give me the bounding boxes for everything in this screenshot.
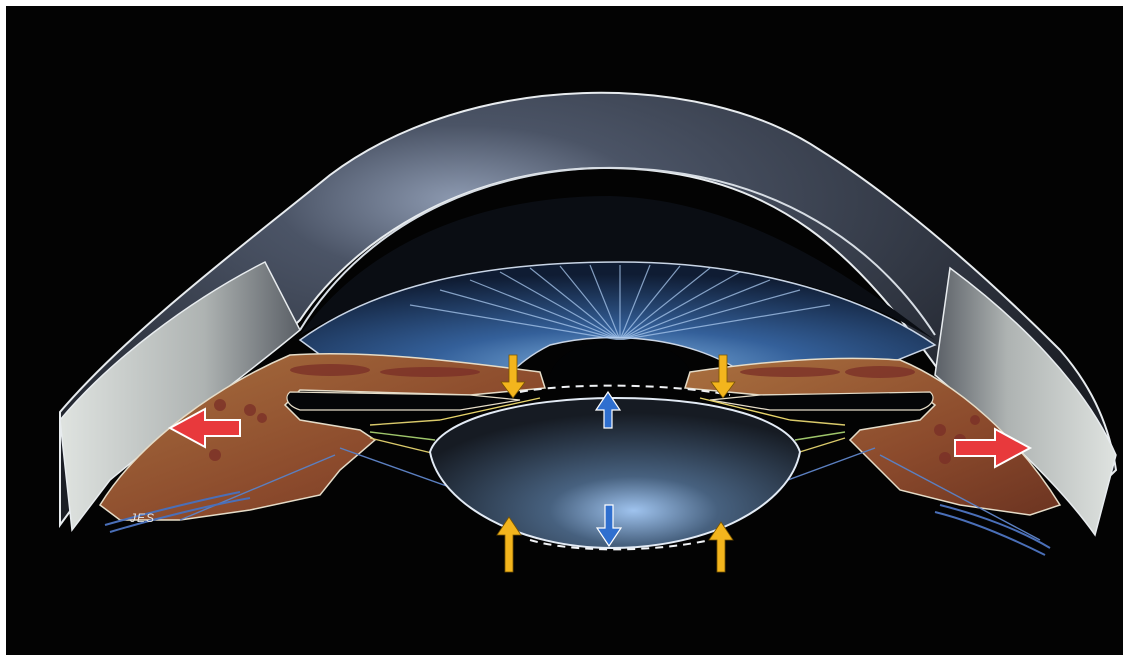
ciliary-cleft-right [710, 392, 933, 410]
illustration-frame: JES [6, 6, 1123, 655]
eye-accommodation-illustration: JES [6, 6, 1123, 655]
ciliary-cleft-left [287, 392, 520, 410]
pupil [548, 340, 695, 385]
crystalline-lens [430, 398, 800, 548]
artist-signature: JES [129, 511, 155, 525]
